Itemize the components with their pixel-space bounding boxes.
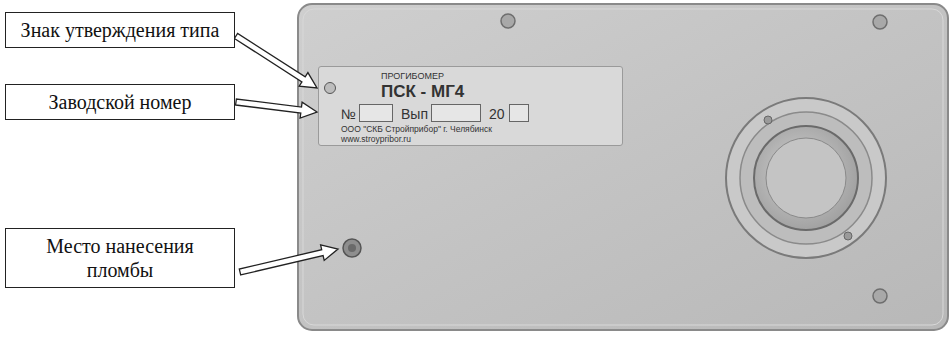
callout-text: Место нанесения пломбы	[14, 234, 226, 282]
blank-field	[509, 104, 529, 122]
pointer-arrow	[234, 34, 317, 89]
year-label: 20	[489, 107, 505, 121]
callout-text: Заводской номер	[14, 90, 226, 114]
screw	[501, 14, 887, 303]
blank-field	[359, 104, 393, 122]
callout-text: Знак утверждения типа	[14, 18, 226, 42]
callout-box: Заводской номер	[5, 84, 235, 120]
callout-box: Место нанесения пломбы	[5, 228, 235, 288]
round-sensor	[726, 98, 886, 258]
device-housing	[298, 4, 948, 330]
pointer-arrow	[236, 99, 317, 118]
housing-edge	[303, 9, 943, 325]
leader-arrow	[239, 245, 338, 275]
issue-label: Вып	[401, 107, 428, 121]
blank-field	[431, 104, 481, 122]
model-name: ПСК - МГ4	[381, 83, 464, 100]
number-label: №	[341, 107, 356, 121]
seal-screw	[343, 239, 361, 257]
device-type: ПРОГИБОМЕР	[381, 72, 444, 81]
name-plate: ПРОГИБОМЕР ПСК - МГ4 № Вып 20ООО "СКБ Стройп…	[318, 66, 623, 146]
callout-box: Знак утверждения типа	[5, 12, 235, 48]
maker-name: ООО "СКБ Стройприбор" г. Челябинск	[341, 125, 492, 134]
type-approval-mark	[324, 82, 336, 94]
website: www.stroypribor.ru	[341, 135, 411, 144]
